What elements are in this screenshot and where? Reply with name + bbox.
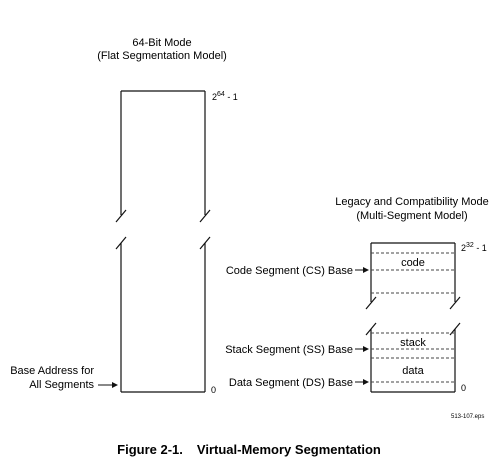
stack-segment-label: stack [400,337,426,349]
right-model-title-line1: Legacy and Compatibility Mode [335,196,488,208]
stack-segment: stack [371,332,455,350]
cs-base-label: Code Segment (CS) Base [226,265,353,277]
right-model-title-line2: (Multi-Segment Model) [356,210,467,222]
figure-caption: Figure 2-1. Virtual-Memory Segmentation [117,442,381,457]
base-address-label-line1: Base Address for [10,365,94,377]
base-address-label-line2: All Segments [29,379,94,391]
code-segment-label: code [401,257,425,269]
ds-base-label: Data Segment (DS) Base [229,377,353,389]
left-top-address-label: 264 - 1 [212,91,238,102]
left-model: 64-Bit Mode (Flat Segmentation Model) 26… [10,37,238,395]
figure-number: Figure 2-1. [117,442,183,457]
code-segment: code [371,252,455,294]
figure-title: Virtual-Memory Segmentation [197,442,381,457]
flat-segment-upper [115,90,211,223]
left-model-title-line1: 64-Bit Mode [132,37,191,49]
right-top-address-label: 232 - 1 [461,242,487,253]
left-bottom-address-label: 0 [211,385,216,395]
data-segment-label: data [402,365,424,377]
ss-base-label: Stack Segment (SS) Base [225,344,353,356]
right-bottom-address-label: 0 [461,383,466,393]
data-segment: data [371,357,455,383]
file-reference: 513-107.eps [451,414,484,420]
left-model-title-line2: (Flat Segmentation Model) [97,50,227,62]
flat-segment-lower [115,236,211,393]
right-model: Legacy and Compatibility Mode (Multi-Seg… [225,196,489,393]
